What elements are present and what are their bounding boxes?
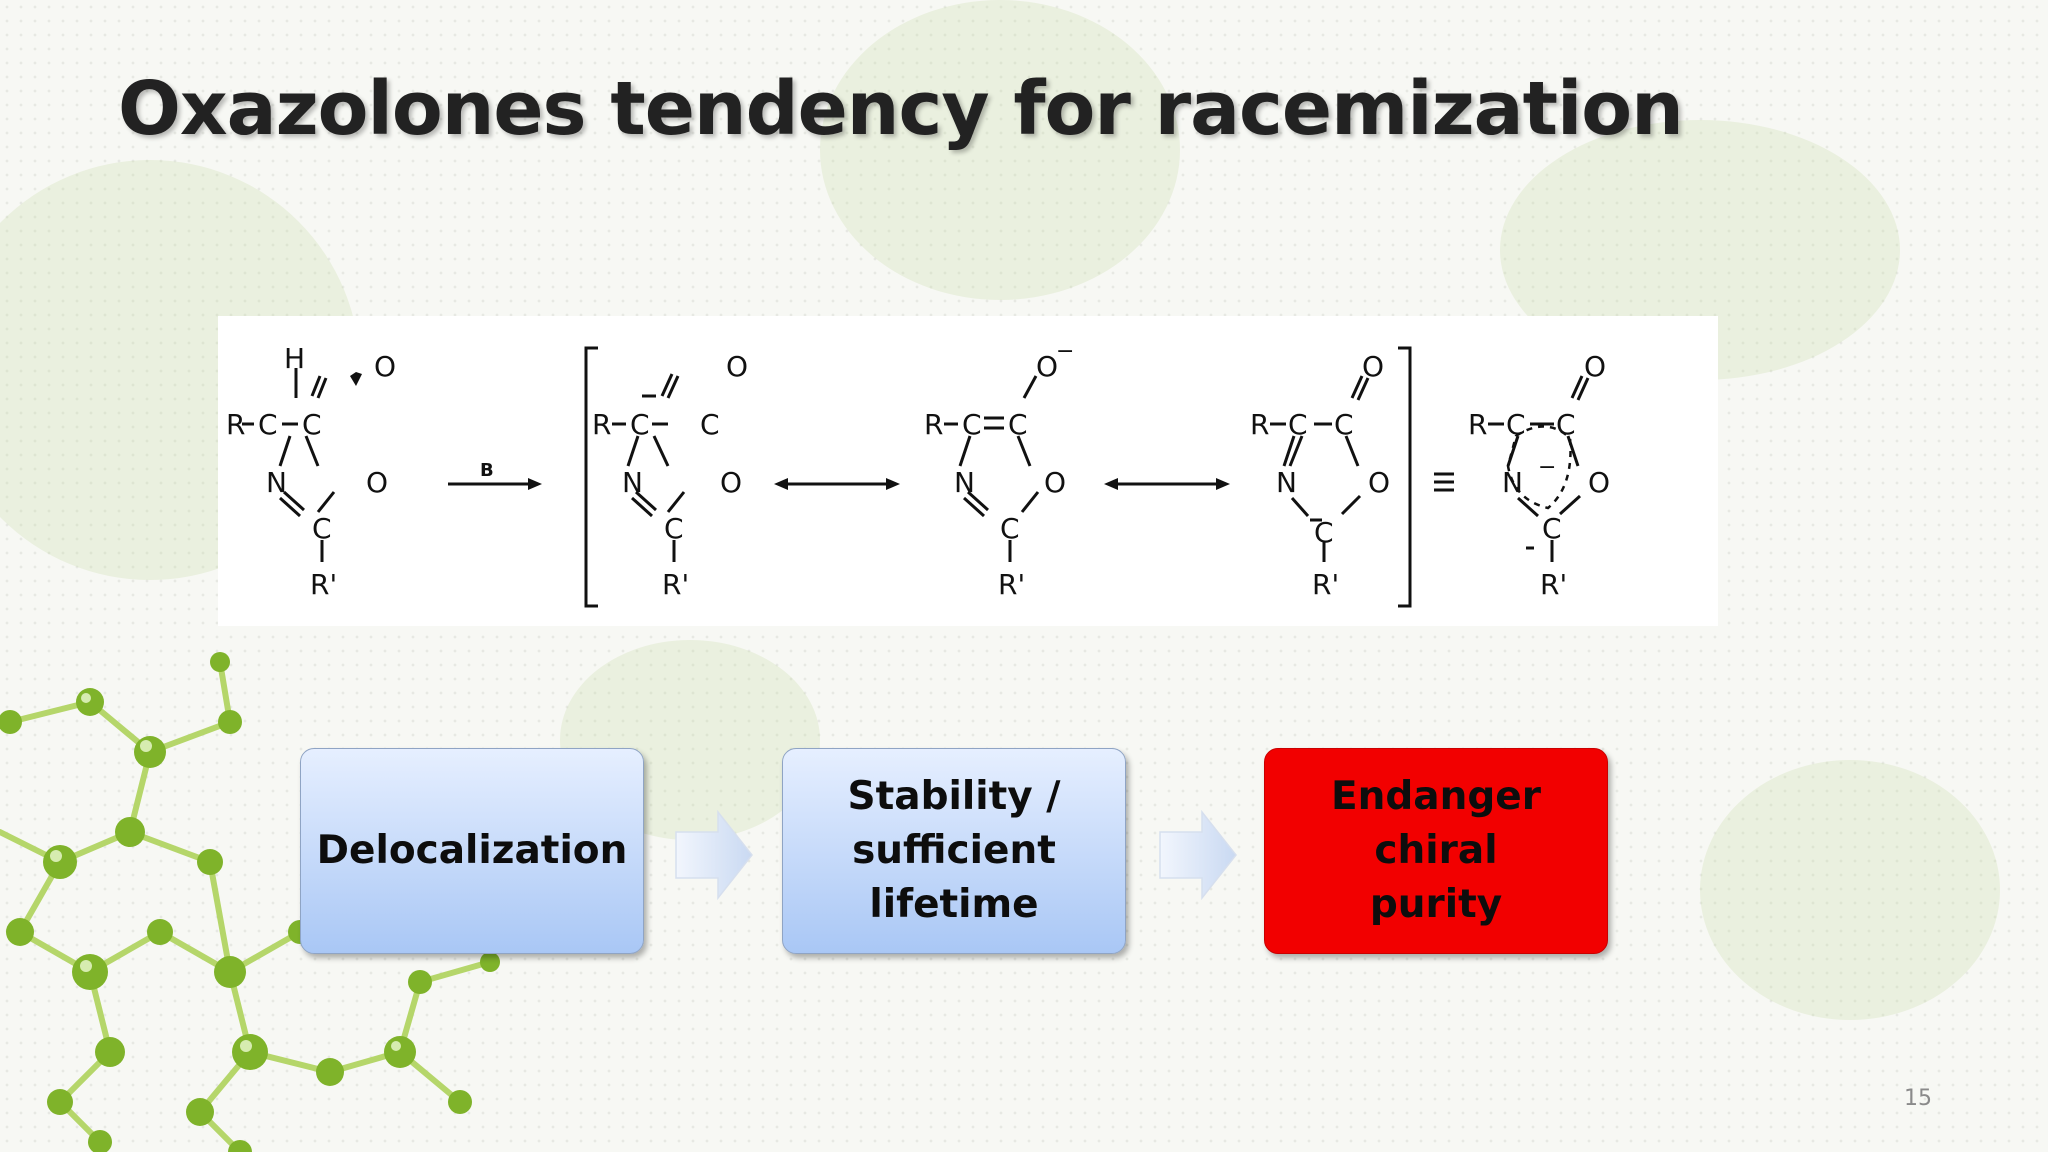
atom-label: R'	[662, 568, 689, 601]
atom-label: C	[700, 408, 720, 441]
atom-label: C	[630, 408, 650, 441]
atom-label: O	[1588, 466, 1610, 499]
step-delocalization-box: Delocalization	[300, 748, 644, 954]
atom-label: R	[592, 408, 611, 441]
atom-label: C	[1288, 408, 1308, 441]
atom-label: C	[258, 408, 278, 441]
step-label: Stability / sufficient lifetime	[847, 774, 1061, 927]
atom-label: R	[1468, 408, 1487, 441]
atom-label: R'	[310, 568, 337, 601]
atom-label: N	[1276, 466, 1297, 499]
atom-label: O	[1036, 350, 1058, 383]
atom-label: R'	[1312, 568, 1339, 601]
step-stability-box: Stability / sufficient lifetime	[782, 748, 1126, 954]
atom-label: O	[366, 466, 388, 499]
reaction-scheme-drawing: R H C C O N O C R' B R C C O N O C R' R …	[226, 339, 1610, 608]
atom-label: C	[1334, 408, 1354, 441]
step-endanger-box: Endanger chiral purity	[1264, 748, 1608, 954]
molecule-decoration	[0, 652, 500, 1152]
background-decoration	[1700, 760, 2000, 1020]
atom-label: O	[374, 350, 396, 383]
atom-label: R	[1250, 408, 1269, 441]
flow-arrow-icon	[1159, 810, 1237, 900]
atom-label: N	[622, 466, 643, 499]
page-number: 15	[1904, 1086, 1932, 1111]
atom-label: C	[312, 512, 332, 545]
atom-label: C	[1506, 408, 1526, 441]
atom-label: R'	[1540, 568, 1567, 601]
atom-label: C	[664, 512, 684, 545]
flow-arrow-icon	[675, 810, 753, 900]
atom-label: O	[1362, 350, 1384, 383]
charge-label: −	[1056, 339, 1074, 364]
slide-title: Oxazolones tendency for racemization	[118, 66, 1684, 152]
atom-label: C	[1000, 512, 1020, 545]
step-label: Endanger chiral purity	[1330, 774, 1541, 927]
atom-label: O	[1044, 466, 1066, 499]
background-decoration	[820, 0, 1180, 300]
atom-label: O	[720, 466, 742, 499]
atom-label: N	[1502, 466, 1523, 499]
atom-label: C	[962, 408, 982, 441]
atom-label: O	[726, 350, 748, 383]
atom-label: C	[302, 408, 322, 441]
atom-label: C	[1542, 512, 1562, 545]
charge-label: −	[1538, 455, 1556, 480]
atom-label: C	[1314, 516, 1334, 549]
atom-label: R'	[998, 568, 1025, 601]
reaction-scheme: R H C C O N O C R' B R C C O N O C R' R …	[218, 316, 1718, 626]
atom-label: O	[1368, 466, 1390, 499]
atom-label: C	[1556, 408, 1576, 441]
atom-label: R	[226, 408, 245, 441]
atom-label: R	[924, 408, 943, 441]
atom-label: O	[1584, 350, 1606, 383]
atom-label: N	[266, 466, 287, 499]
base-label: B	[480, 460, 494, 481]
atom-label: H	[284, 342, 305, 375]
step-label: Delocalization	[316, 828, 628, 873]
atom-label: C	[1008, 408, 1028, 441]
atom-label: N	[954, 466, 975, 499]
